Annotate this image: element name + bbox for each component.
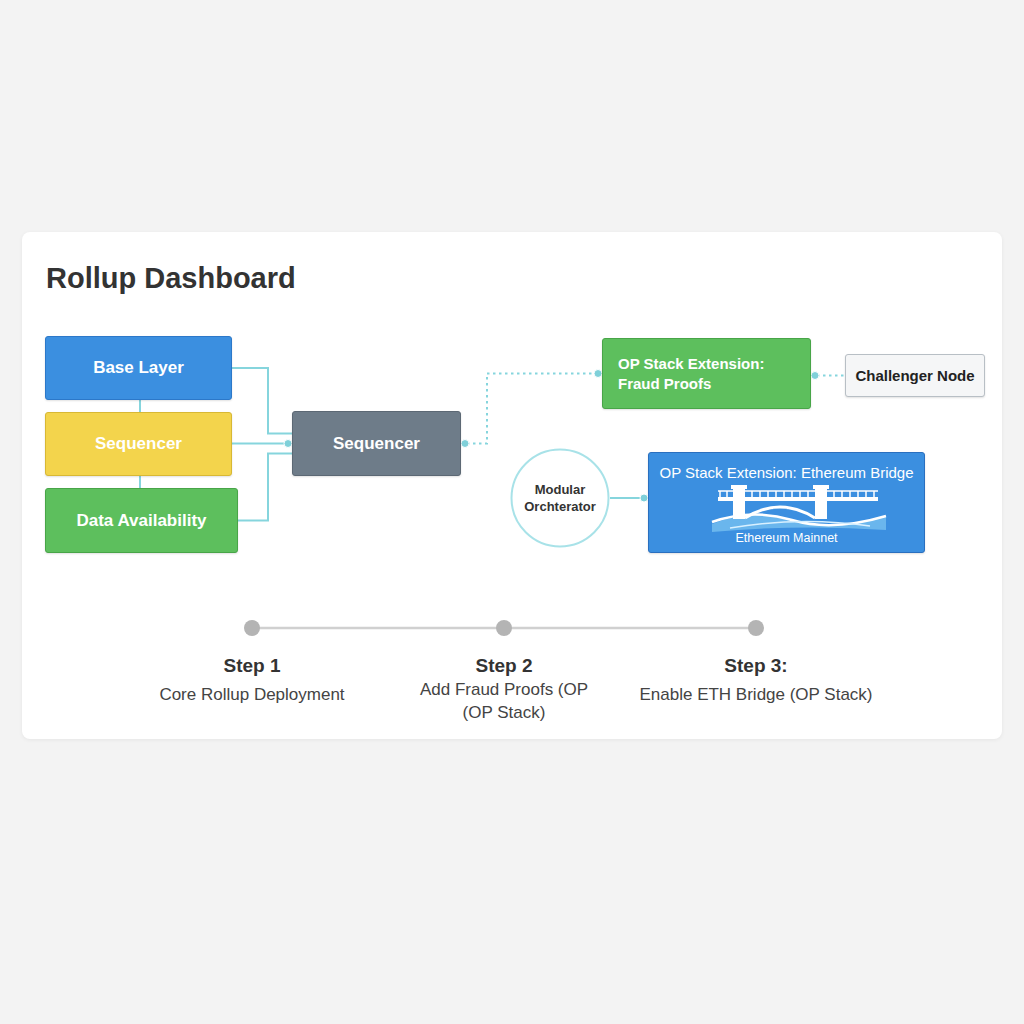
timeline-dot (748, 620, 764, 636)
connector-dot (284, 440, 292, 448)
connector-dot (640, 494, 648, 502)
step-title: Step 1 (142, 654, 362, 678)
timeline-line (252, 627, 756, 630)
layer-box: Base Layer (45, 336, 232, 400)
bridge-deck (718, 497, 878, 501)
timeline-dot (496, 620, 512, 636)
node-label: Modular Orchterator (516, 481, 604, 515)
layer-box: Data Availability (45, 488, 238, 553)
bridge-tower-cap (813, 485, 829, 489)
timeline-dot (244, 620, 260, 636)
connector-line (610, 497, 648, 499)
water-wave (712, 515, 886, 532)
node-label: Data Availability (76, 511, 206, 531)
node-label: OP Stack Extension: Ethereum Bridge (659, 464, 913, 481)
step-title: Step 2 (394, 654, 614, 678)
connector-dot (811, 372, 819, 380)
circle-outline (510, 448, 610, 548)
orchestrator-circle: Modular Orchterator (510, 448, 610, 548)
extension-box: OP Stack Extension: Ethereum BridgeEther… (648, 452, 925, 553)
connector-line (139, 400, 141, 412)
bridge-tower (733, 487, 745, 519)
node-label: Base Layer (93, 358, 184, 378)
bridge-railing (718, 491, 878, 497)
node-label: OP Stack Extension: Fraud Proofs (618, 354, 795, 394)
node-label: Sequencer (95, 434, 182, 454)
step-description: Add Fraud Proofs (OP (OP Stack) (411, 678, 597, 724)
step-description: Core Rollup Deployment (122, 683, 382, 706)
bridge-tower (815, 487, 827, 519)
connector-line (139, 476, 141, 488)
connector-line (238, 454, 292, 521)
connector-dot (594, 370, 602, 378)
node-label: Challenger Node (855, 367, 974, 384)
bridge-illustration (712, 485, 886, 532)
connector-line (232, 368, 292, 434)
step-title: Step 3: (646, 654, 866, 678)
circle-shape (512, 450, 609, 547)
node-sublabel: Ethereum Mainnet (735, 531, 837, 545)
connector-dot (461, 440, 469, 448)
bridge-arch (745, 507, 815, 518)
process-box: Sequencer (292, 411, 461, 476)
water-wave (730, 521, 870, 528)
bridge-tower-cap (731, 485, 747, 489)
connector-line (232, 443, 292, 445)
water-wave (712, 514, 886, 525)
extension-box: OP Stack Extension: Fraud Proofs (602, 338, 811, 409)
dotted-connector (811, 375, 845, 377)
step-description: Enable ETH Bridge (OP Stack) (616, 683, 896, 706)
node-label: Sequencer (333, 434, 420, 454)
layer-box: Sequencer (45, 412, 232, 476)
timeline (244, 620, 764, 636)
diagram-title: Rollup Dashboard (46, 262, 296, 295)
process-box: Challenger Node (845, 354, 985, 397)
dotted-connector (461, 374, 602, 444)
